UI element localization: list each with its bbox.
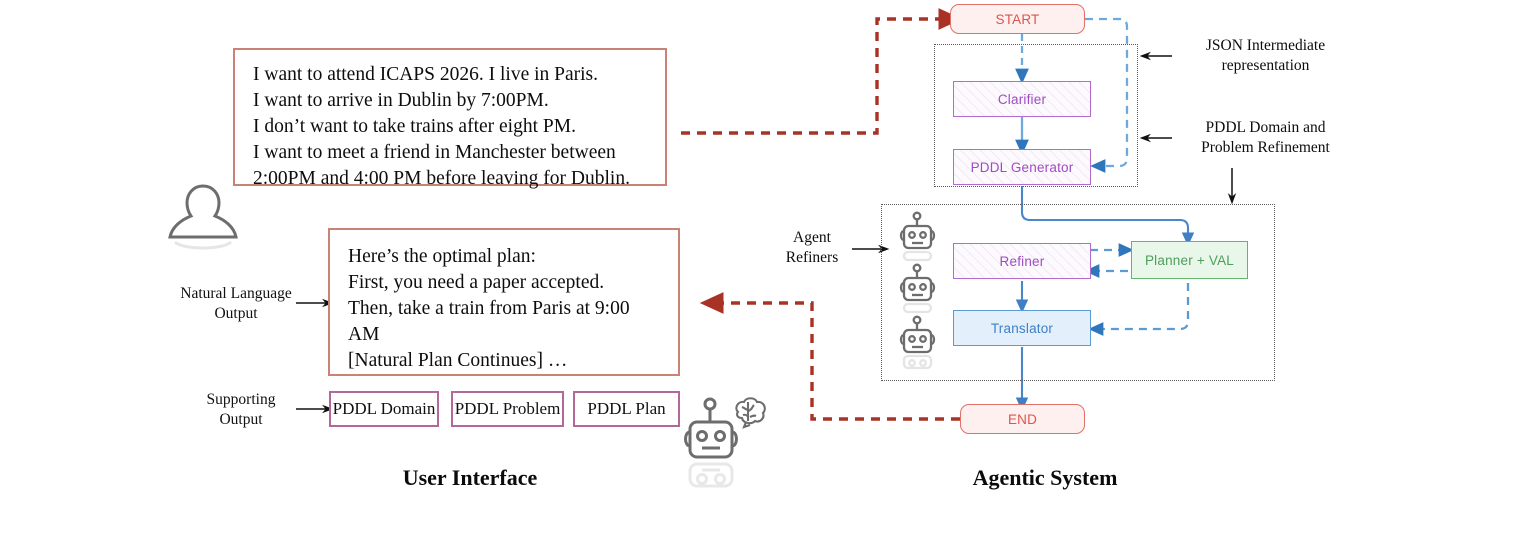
node-pddl-generator[interactable]: PDDL Generator xyxy=(953,149,1091,185)
node-refiner[interactable]: Refiner xyxy=(953,243,1091,279)
user-interface-title: User Interface xyxy=(402,465,538,490)
user-input-box[interactable]: I want to attend ICAPS 2026. I live in P… xyxy=(233,48,667,189)
node-translator[interactable]: Translator xyxy=(953,310,1091,346)
node-refiner-label: Refiner xyxy=(999,253,1045,269)
refinement-stage-container xyxy=(881,204,1275,381)
person-icon xyxy=(168,184,238,250)
node-start[interactable]: START xyxy=(950,4,1085,34)
pddl-domain-chip[interactable]: PDDL Domain xyxy=(329,391,439,427)
robot-brain-icon xyxy=(684,397,766,488)
json-stage-container xyxy=(934,44,1138,187)
pddl-problem-chip[interactable]: PDDL Problem xyxy=(451,391,564,427)
node-end[interactable]: END xyxy=(960,404,1085,434)
pddl-plan-chip-label: PDDL Plan xyxy=(587,399,666,418)
annotation-pddl-refinement: PDDL Domain and Problem Refinement xyxy=(1201,119,1330,157)
agentic-system-title: Agentic System xyxy=(972,465,1118,490)
node-pddl-generator-label: PDDL Generator xyxy=(970,159,1074,175)
natural-language-output-label: Natural Language Output xyxy=(180,285,292,322)
annotation-json-intermediate: JSON Intermediate representation xyxy=(1205,37,1326,75)
node-end-label: END xyxy=(1007,411,1038,427)
pddl-domain-chip-label: PDDL Domain xyxy=(332,399,436,418)
node-planner-val[interactable]: Planner + VAL xyxy=(1131,241,1248,279)
red-input-flow xyxy=(681,8,963,135)
node-start-label: START xyxy=(995,11,1040,27)
node-clarifier-label: Clarifier xyxy=(997,91,1047,107)
node-planner-val-label: Planner + VAL xyxy=(1144,252,1235,268)
annotation-agent-refiners: Agent Refiners xyxy=(785,229,839,267)
agent-robots-group xyxy=(899,211,936,370)
assistant-output-box[interactable]: Here’s the optimal plan: First, you need… xyxy=(328,228,680,376)
pddl-plan-chip[interactable]: PDDL Plan xyxy=(573,391,680,427)
supporting-output-label: Supporting Output xyxy=(206,391,276,428)
node-translator-label: Translator xyxy=(990,320,1054,336)
pddl-problem-chip-label: PDDL Problem xyxy=(454,399,561,418)
node-clarifier[interactable]: Clarifier xyxy=(953,81,1091,117)
